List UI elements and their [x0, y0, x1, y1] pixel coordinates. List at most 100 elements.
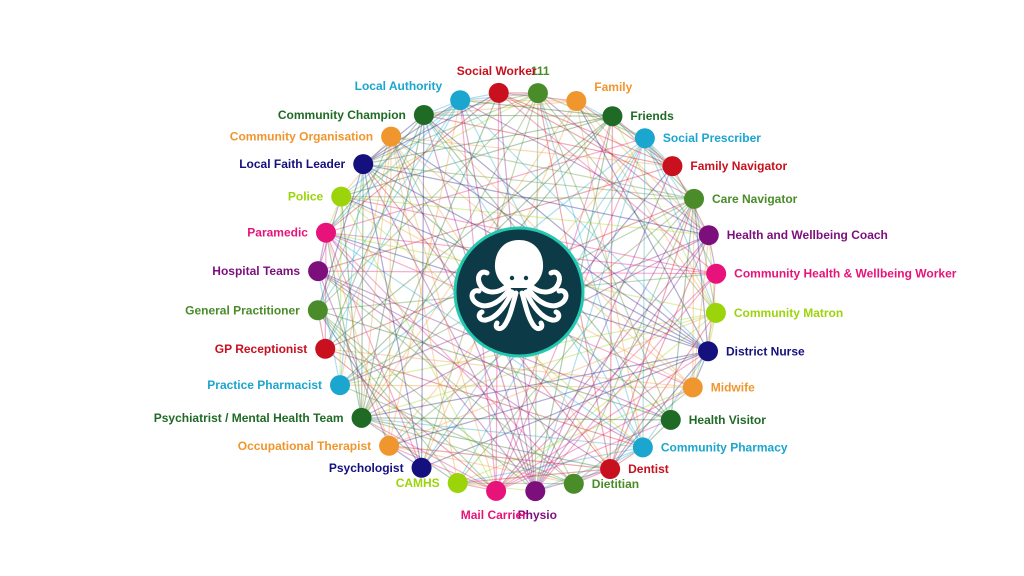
role-node-label: Local Faith Leader [239, 157, 345, 171]
connection-line [325, 232, 363, 418]
connection-line [537, 92, 710, 236]
role-node-dot [525, 481, 546, 502]
connection-line [575, 100, 673, 167]
connection-line [537, 92, 646, 139]
role-node-dot [315, 338, 336, 359]
connection-line [388, 445, 574, 485]
connection-line [670, 198, 695, 420]
connection-line [324, 232, 327, 349]
role-node-dot [411, 457, 432, 478]
connection-line [495, 419, 671, 492]
connection-line [339, 136, 392, 386]
connection-line [460, 99, 613, 117]
connection-line [421, 350, 709, 469]
connection-line [575, 100, 710, 236]
connection-line [388, 312, 717, 447]
role-node-dot [447, 473, 468, 494]
connection-line [325, 137, 646, 234]
connection-line [341, 115, 613, 198]
role-node-label: Friends [630, 109, 674, 123]
connection-line [495, 350, 709, 492]
connection-line [362, 99, 461, 165]
connection-line [325, 99, 461, 234]
connection-line [390, 136, 497, 492]
connection-line [363, 163, 695, 200]
role-node-label: CAMHS [396, 476, 440, 490]
role-node-label: Practice Pharmacist [207, 378, 322, 392]
role-node-dot [450, 90, 471, 111]
connection-line [575, 100, 717, 314]
connection-line [361, 350, 709, 419]
connection-line [339, 384, 693, 389]
connection-line [391, 135, 695, 200]
connection-line [325, 348, 693, 389]
connection-line [459, 99, 709, 352]
connection-line [537, 92, 644, 448]
connection-line [317, 270, 341, 386]
role-node-label: Local Authority [355, 79, 443, 93]
connection-line [361, 417, 459, 484]
connection-line [693, 198, 709, 352]
connection-line [495, 312, 717, 492]
connection-line [324, 348, 497, 492]
connection-line [644, 137, 717, 274]
connection-line [573, 198, 695, 484]
connection-line [537, 92, 717, 314]
connection-line [423, 114, 673, 167]
role-node-label: Dentist [628, 462, 669, 476]
role-node-label: Social Worker [457, 64, 537, 78]
role-node-label: Care Navigator [712, 192, 798, 206]
connection-line [642, 138, 646, 448]
connection-line [495, 234, 710, 492]
role-node-dot [381, 126, 402, 147]
connection-line [339, 164, 364, 386]
connection-line [534, 198, 695, 492]
connection-line [535, 446, 644, 492]
connection-line [420, 114, 425, 468]
hub-circle [453, 226, 585, 358]
connection-line [534, 138, 646, 492]
role-node-dot [634, 128, 655, 149]
connection-line [457, 446, 643, 484]
connection-line [325, 232, 390, 446]
connection-line [612, 115, 695, 200]
role-node-dot [705, 302, 726, 323]
connection-line [325, 348, 644, 449]
role-node-label: Mail Carrier [461, 508, 527, 522]
connection-line [388, 136, 392, 446]
connection-line [325, 92, 500, 234]
role-node-dot [600, 458, 621, 479]
role-node-dot [413, 105, 434, 126]
role-node-dot [682, 377, 703, 398]
connection-line [362, 92, 499, 165]
connection-line [498, 92, 673, 167]
connection-line [495, 386, 694, 492]
connection-line [423, 114, 613, 117]
connection-line [361, 312, 717, 419]
role-node-dot [331, 186, 352, 207]
connection-line [317, 136, 392, 311]
connection-line [644, 137, 710, 236]
role-node-dot [602, 106, 623, 127]
role-node-dot [660, 409, 681, 430]
role-node-label: 111 [531, 64, 550, 78]
connection-line [340, 92, 539, 198]
center-hub [453, 226, 585, 358]
role-node-label: GP Receptionist [215, 342, 307, 356]
role-node-dot [662, 156, 683, 177]
connection-line [391, 135, 673, 167]
role-node-label: Family Navigator [690, 159, 787, 173]
connection-line [325, 114, 425, 234]
connection-line [498, 92, 717, 275]
connection-line [575, 100, 709, 352]
role-node-label: Community Organisation [230, 130, 373, 144]
connection-line [537, 92, 672, 421]
connection-line [317, 270, 390, 446]
role-node-label: Health Visitor [689, 413, 766, 427]
connection-line [362, 163, 423, 468]
connection-line [495, 273, 717, 492]
connection-line [389, 445, 611, 470]
connection-line [340, 99, 461, 198]
connection-line [325, 232, 423, 468]
